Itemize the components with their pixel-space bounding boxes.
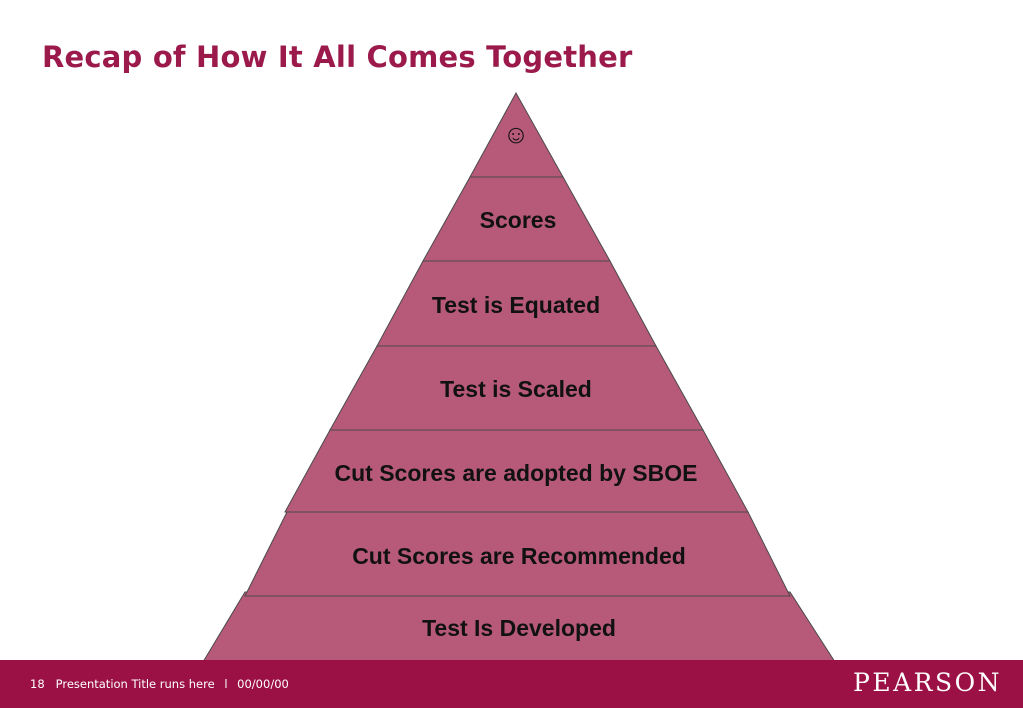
slide-number: 18 xyxy=(30,677,45,691)
pyramid-label-7: Test Is Developed xyxy=(422,615,616,641)
footer-separator: l xyxy=(224,677,228,691)
pyramid-label-2: Scores xyxy=(480,207,557,233)
pyramid-label-5: Cut Scores are adopted by SBOE xyxy=(335,460,698,486)
pyramid-label-3: Test is Equated xyxy=(432,292,600,318)
presentation-title: Presentation Title runs here xyxy=(55,677,215,691)
pyramid-tier-1 xyxy=(469,91,564,178)
slide-title: Recap of How It All Comes Together xyxy=(42,40,633,74)
pyramid-label-1: ☺ xyxy=(503,119,530,149)
pyramid-label-6: Cut Scores are Recommended xyxy=(352,543,686,569)
footer-bar: 18 Presentation Title runs here l 00/00/… xyxy=(0,660,1023,708)
pearson-logo: PEARSON xyxy=(853,668,1002,697)
pyramid-label-4: Test is Scaled xyxy=(440,376,592,402)
footer-info: 18 Presentation Title runs here l 00/00/… xyxy=(30,677,289,691)
footer-date: 00/00/00 xyxy=(237,677,289,691)
